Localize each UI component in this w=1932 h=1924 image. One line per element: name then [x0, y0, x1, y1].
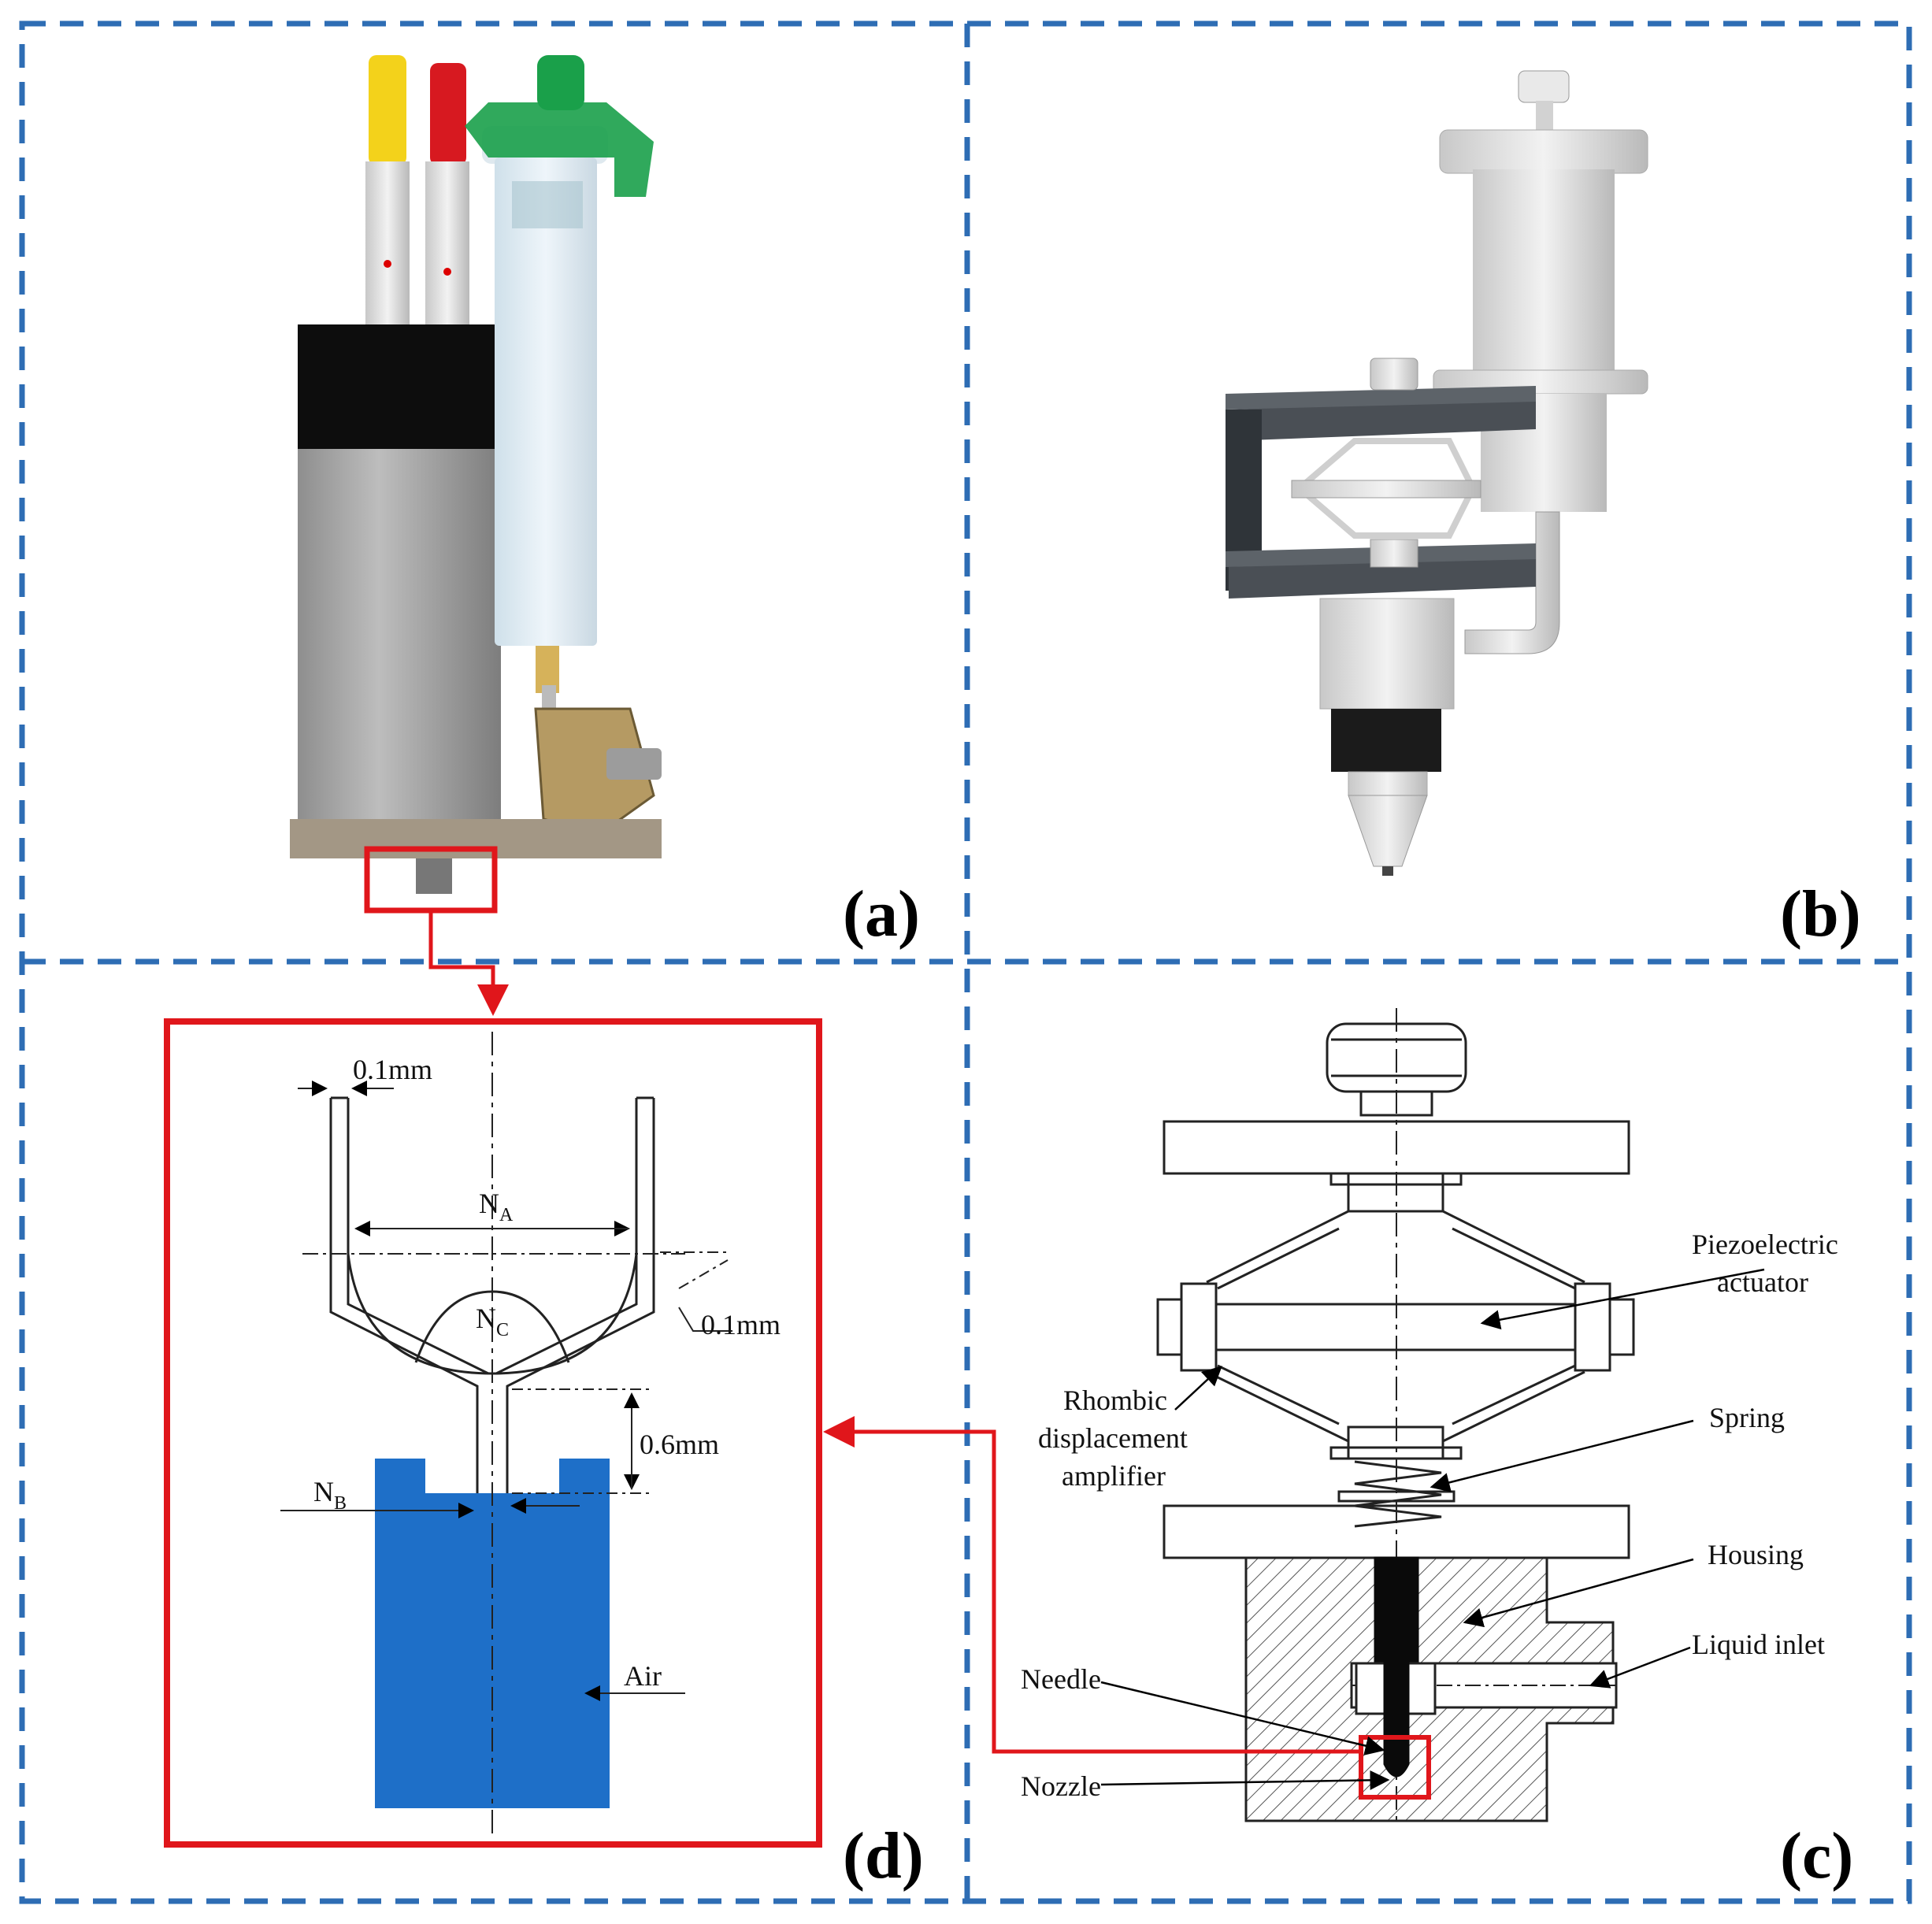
connector-a-to-d [428, 910, 509, 1016]
rhombic-amplifier-upper [1205, 1211, 1599, 1284]
label-piezo-line2: actuator [1717, 1266, 1808, 1298]
label-nc-sub: C [496, 1320, 509, 1340]
panel-label-c: (c) [1780, 1819, 1853, 1892]
panel-a-photo [290, 55, 662, 1016]
panel-label-d: (d) [843, 1819, 924, 1892]
meniscus-arc-a [347, 1253, 638, 1375]
dim-side-wall: 0.1mm [701, 1309, 781, 1340]
black-knurled-ring [1331, 709, 1441, 772]
panel-label-a: (a) [843, 877, 920, 951]
actuator-cap-block [298, 324, 501, 450]
nozzle-outer-wall [329, 1098, 479, 1493]
panel-c-drawing [1156, 1008, 1635, 1827]
panel-b-render [1226, 70, 1648, 876]
actuator-body [298, 449, 501, 819]
label-na: NA [479, 1188, 514, 1225]
label-nc-main: N [476, 1303, 496, 1334]
label-housing: Housing [1708, 1539, 1804, 1570]
side-screw [606, 748, 662, 780]
nozzle-highlight-box-c [1359, 1735, 1431, 1800]
reservoir-body [1473, 169, 1615, 378]
label-rhombic-line2: displacement [1038, 1422, 1188, 1454]
base-plate [290, 819, 662, 858]
label-piezo-line1: Piezoelectric [1692, 1229, 1838, 1260]
label-air: Air [624, 1660, 662, 1692]
dim-height: 0.6mm [640, 1429, 719, 1460]
spring [1337, 1460, 1455, 1528]
label-rhombic-line3: amplifier [1062, 1460, 1166, 1492]
label-nozzle: Nozzle [1021, 1770, 1101, 1802]
label-rhombic-line1: Rhombic [1063, 1385, 1167, 1416]
piezoelectric-actuator [1214, 1303, 1577, 1351]
panel-grid [19, 20, 1912, 1904]
reservoir-top-flange [1439, 129, 1648, 174]
nozzle-cone [1348, 795, 1428, 867]
panel-label-b: (b) [1780, 877, 1861, 951]
label-na-main: N [479, 1188, 499, 1219]
panel-d-drawing [280, 1032, 732, 1835]
label-nb: NB [313, 1476, 347, 1514]
panel-c-leaders [1100, 1268, 1765, 1790]
label-spring: Spring [1709, 1402, 1785, 1433]
label-na-sub: A [499, 1205, 514, 1225]
needle [1374, 1556, 1419, 1665]
label-nc: NC [476, 1303, 509, 1340]
meniscus-arc-c [414, 1290, 570, 1363]
label-nb-sub: B [334, 1493, 347, 1514]
nozzle-tip [416, 858, 452, 894]
label-liquid-inlet: Liquid inlet [1692, 1629, 1825, 1660]
label-needle: Needle [1021, 1663, 1101, 1695]
connector-c-to-d [823, 1416, 1361, 1754]
panel-d-red-frame [164, 1018, 822, 1848]
yellow-cable [365, 55, 410, 327]
syringe [465, 55, 654, 717]
label-nb-main: N [313, 1476, 334, 1507]
dim-top-wall: 0.1mm [353, 1054, 432, 1085]
air-region [375, 1459, 610, 1808]
nozzle-clamp [534, 707, 655, 836]
red-cable [425, 63, 469, 327]
